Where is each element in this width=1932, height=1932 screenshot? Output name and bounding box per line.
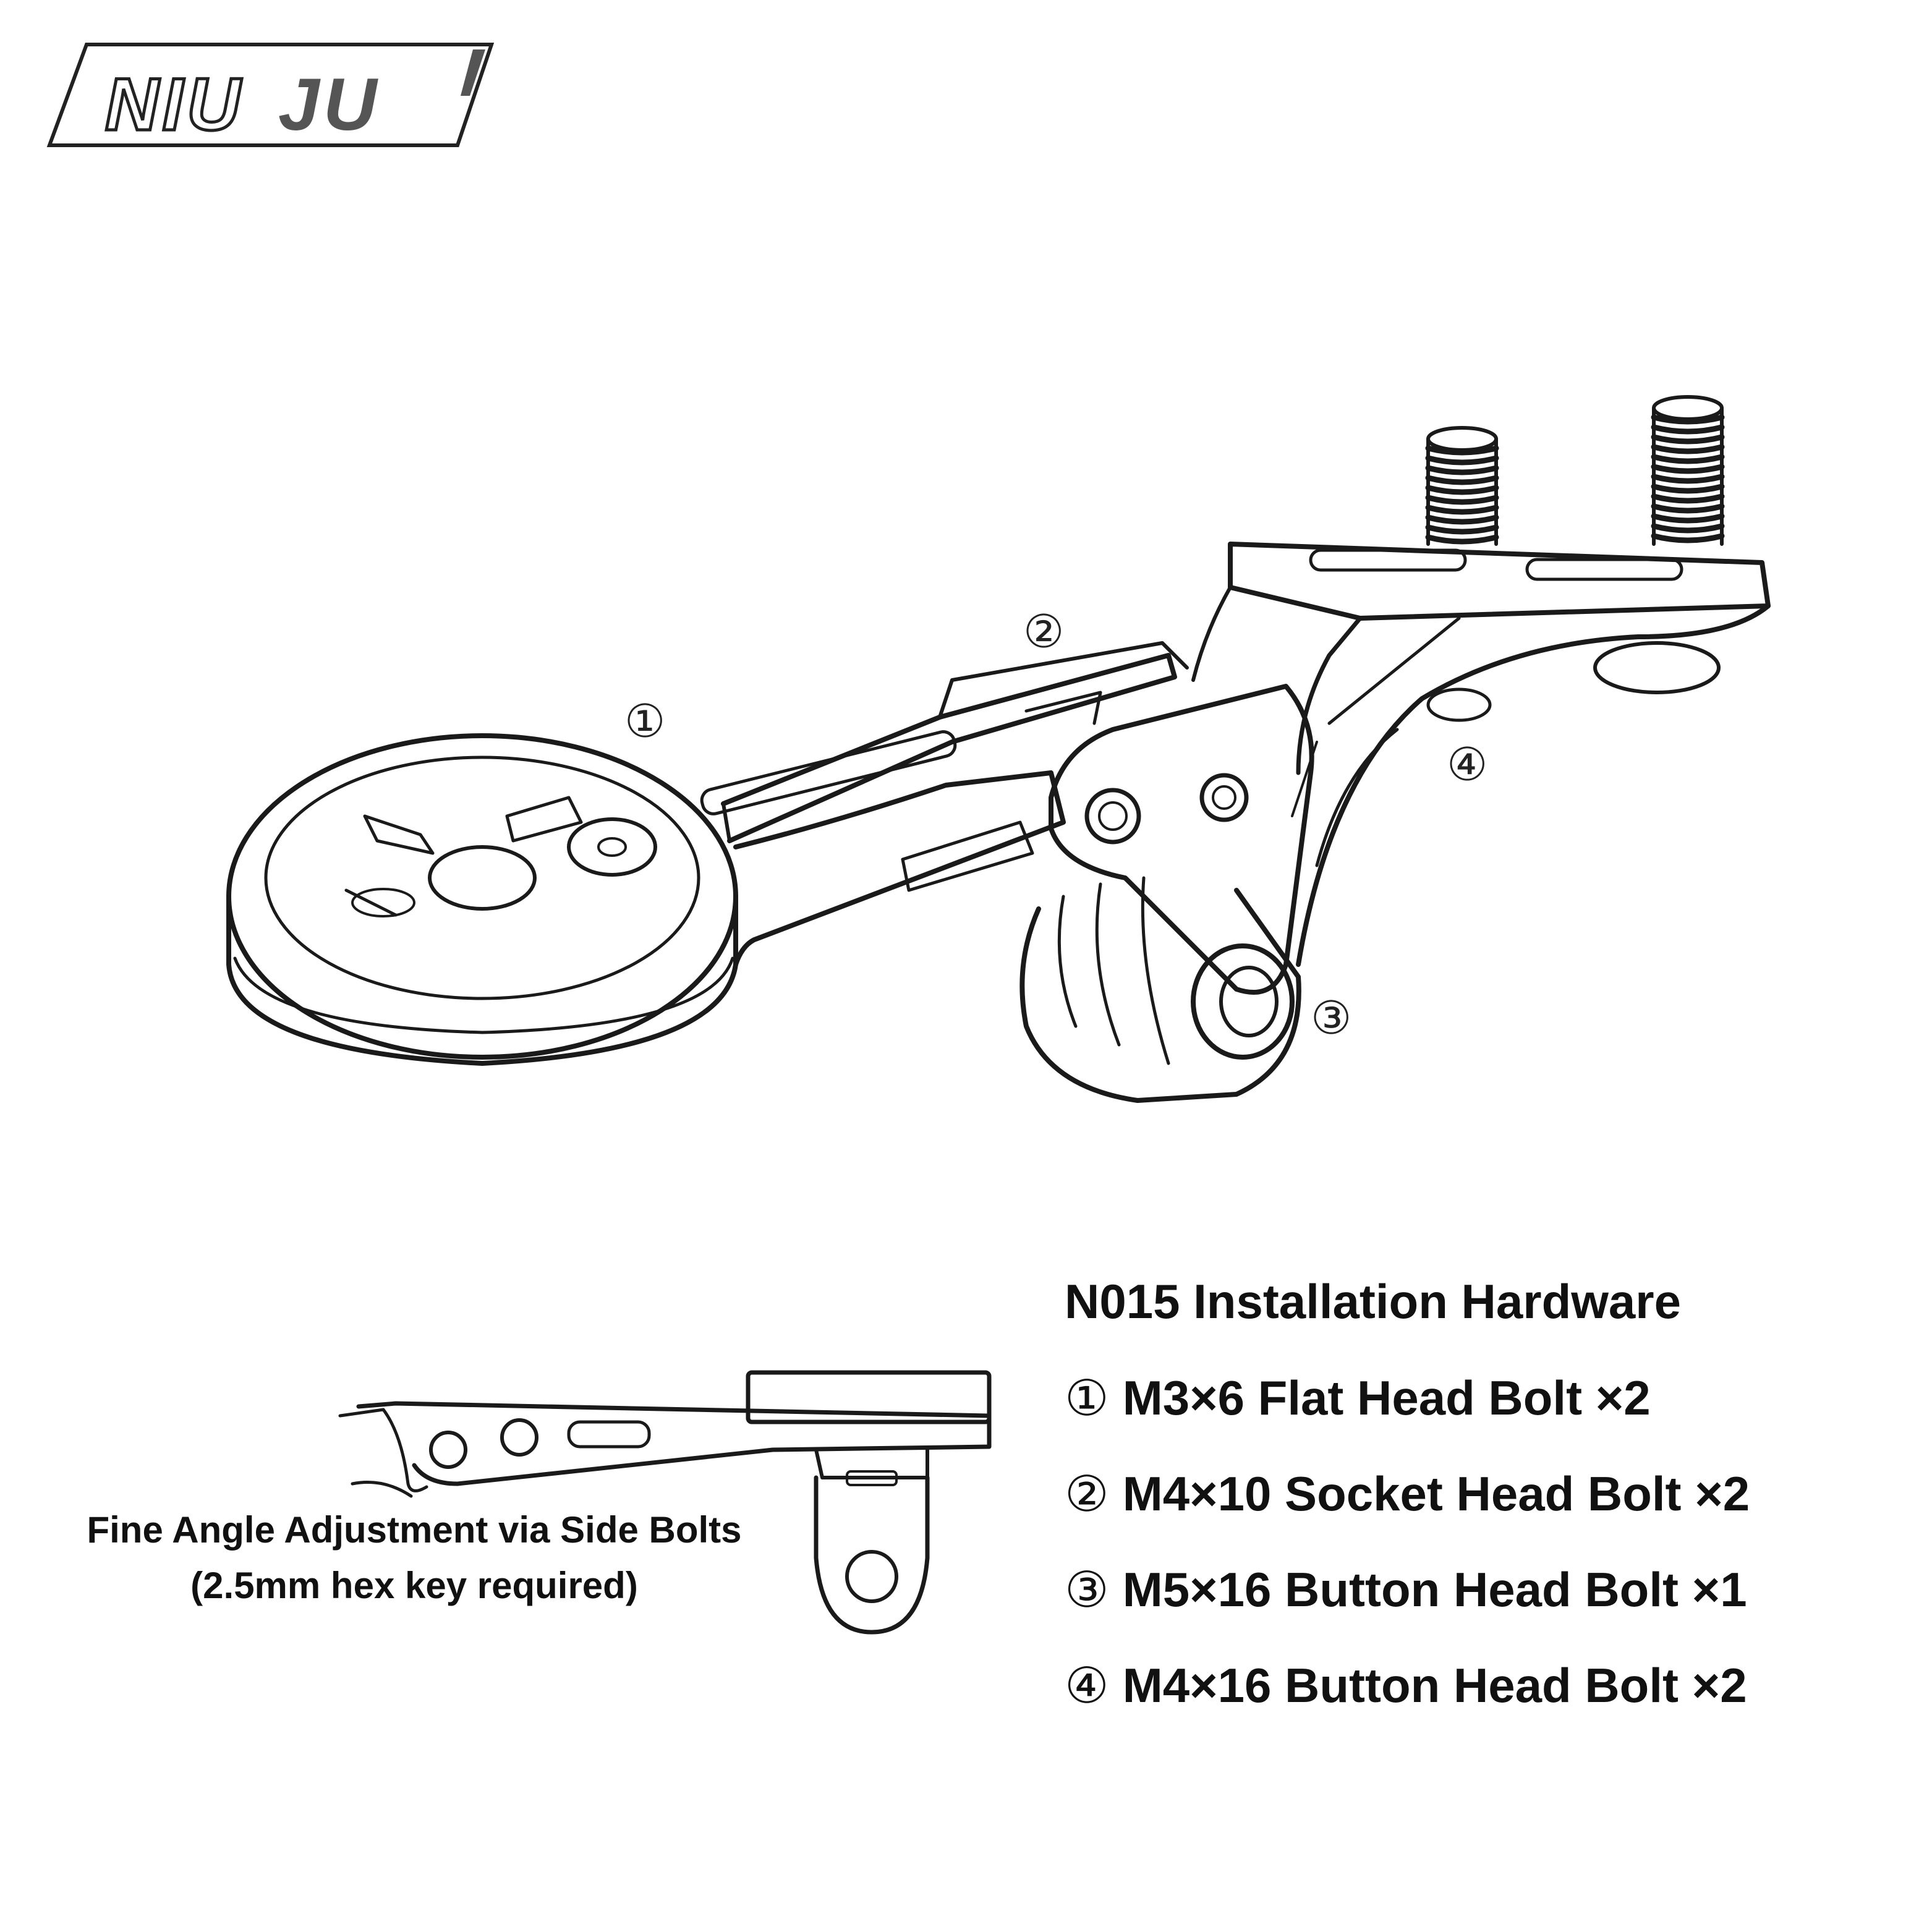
thread-line: [1425, 514, 1499, 525]
callout-2: ②: [1023, 605, 1065, 658]
hardware-item-text: M4×16 Button Head Bolt ×2: [1122, 1658, 1747, 1713]
caption-line-1: Fine Angle Adjustment via Side Bolts: [87, 1509, 742, 1551]
thread-line: [1651, 424, 1725, 435]
thread-line: [1425, 465, 1499, 475]
bolt-4-left: [1426, 426, 1498, 546]
thread-line: [1651, 474, 1725, 484]
stem-clamp: [1191, 542, 1771, 967]
callout-1: ①: [624, 695, 666, 748]
thread-line: [1651, 414, 1725, 425]
thread-line: [1651, 464, 1725, 474]
computer-cradle: [226, 733, 738, 1066]
thread-line: [1651, 493, 1725, 504]
bolt-3-head: [1191, 943, 1295, 1060]
callout-3: ③: [1311, 992, 1352, 1045]
thread-line: [1651, 503, 1725, 514]
callout-4: ④: [1447, 738, 1488, 791]
thread-line: [1651, 483, 1725, 494]
thread-line: [1425, 445, 1499, 456]
thread-line: [1425, 504, 1499, 515]
thread-line: [1425, 524, 1499, 535]
hardware-item-number: ④: [1065, 1657, 1109, 1714]
thread-line: [1651, 434, 1725, 445]
hardware-item-text: M3×6 Flat Head Bolt ×2: [1122, 1371, 1651, 1425]
side-view-inset: [338, 1370, 992, 1635]
hardware-item-number: ②: [1065, 1465, 1109, 1523]
thread-line: [1425, 485, 1499, 495]
thread-line: [1651, 523, 1725, 534]
side-plate: [1049, 684, 1318, 995]
hardware-item-text: M5×16 Button Head Bolt ×1: [1122, 1562, 1747, 1617]
brand-logo: NIU JU: [37, 37, 495, 155]
logo-text-ju: JU: [278, 63, 381, 146]
bolt-1-head: [567, 817, 657, 877]
thread-line: [1651, 444, 1725, 454]
thread-line: [1425, 495, 1499, 505]
hardware-item-number: ①: [1065, 1369, 1109, 1427]
hardware-item-2: ② M4×10 Socket Head Bolt ×2: [1065, 1465, 1750, 1523]
thread-line: [1425, 455, 1499, 466]
hardware-title: N015 Installation Hardware: [1065, 1274, 1682, 1329]
thread-line: [1651, 533, 1725, 543]
extension-arm: [700, 641, 1189, 967]
hardware-item-3: ③ M5×16 Button Head Bolt ×1: [1065, 1561, 1747, 1619]
thread-line: [1425, 475, 1499, 485]
hardware-item-text: M4×10 Socket Head Bolt ×2: [1122, 1466, 1750, 1521]
logo-text-niu: NIU: [104, 62, 244, 148]
thread-line: [1425, 534, 1499, 545]
hardware-item-1: ① M3×6 Flat Head Bolt ×2: [1065, 1369, 1651, 1427]
hardware-item-4: ④ M4×16 Button Head Bolt ×2: [1065, 1657, 1747, 1714]
hinge-mount: [1019, 876, 1301, 1103]
logo-badge-icon: [46, 43, 495, 147]
hardware-item-number: ③: [1065, 1561, 1109, 1619]
caption-line-2: (2.5mm hex key required): [190, 1565, 638, 1606]
thread-line: [1651, 513, 1725, 524]
thread-line: [1651, 454, 1725, 464]
